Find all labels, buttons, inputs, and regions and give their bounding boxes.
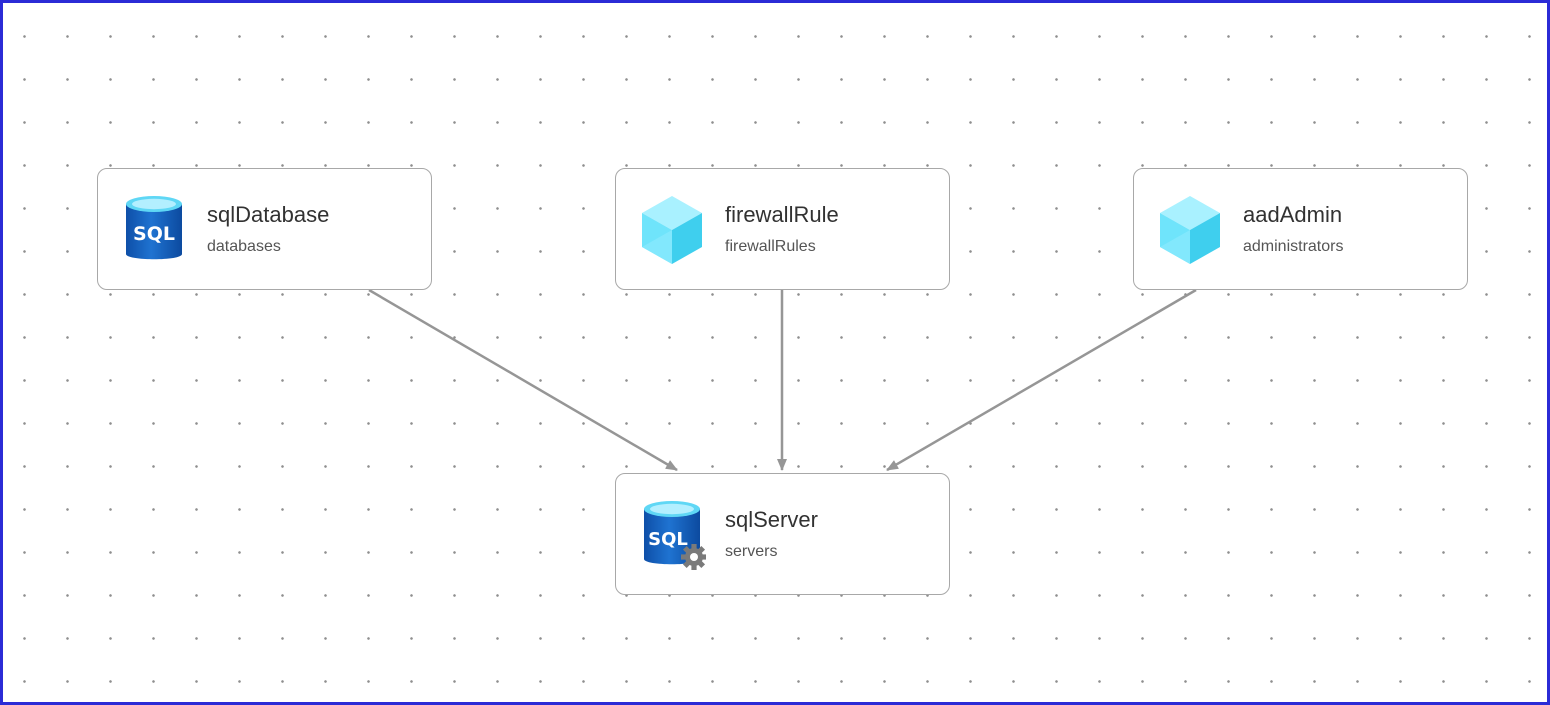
node-title: sqlDatabase — [207, 202, 330, 227]
resource-cube-icon — [642, 196, 702, 264]
node-title: firewallRule — [725, 202, 839, 227]
resource-cube-icon — [1160, 196, 1220, 264]
node-sqldatabase[interactable]: SQL sqlDatabase databases — [97, 168, 432, 290]
gear-icon — [681, 544, 706, 570]
node-subtitle: firewallRules — [725, 238, 816, 255]
edge-sqldatabase-to-sqlserver — [368, 288, 678, 472]
sql-database-icon: SQL — [126, 196, 182, 260]
svg-text:SQL: SQL — [133, 223, 175, 245]
sql-server-icon: SQL — [644, 501, 706, 570]
dependency-edges — [368, 288, 1197, 472]
node-title: sqlServer — [725, 507, 818, 532]
node-subtitle: databases — [207, 238, 281, 255]
edge-aadadmin-to-sqlserver — [886, 288, 1197, 472]
node-subtitle: servers — [725, 543, 778, 560]
node-sqlserver[interactable]: SQL sqlServer servers — [615, 473, 950, 595]
node-aadadmin[interactable]: aadAdmin administrators — [1133, 168, 1468, 290]
svg-text:SQL: SQL — [648, 529, 688, 550]
node-firewallrule[interactable]: firewallRule firewallRules — [615, 168, 950, 290]
node-title: aadAdmin — [1243, 202, 1343, 227]
node-subtitle: administrators — [1243, 238, 1344, 255]
